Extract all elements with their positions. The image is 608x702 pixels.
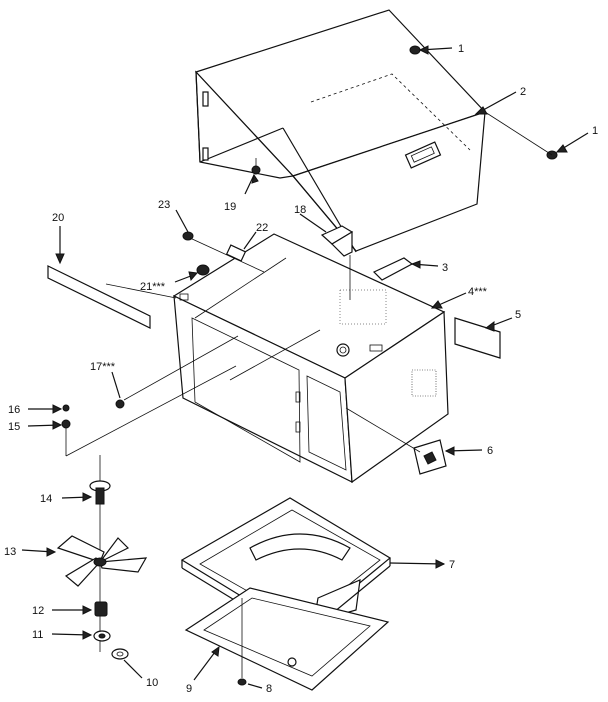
callout-23: 23 <box>158 199 170 211</box>
callout-20: 20 <box>52 212 64 224</box>
screw-8-part <box>237 598 263 689</box>
callout-11: 11 <box>32 629 43 641</box>
callout-17: 17*** <box>90 361 116 373</box>
callout-16: 16 <box>8 404 20 416</box>
bracket-18-part <box>320 225 354 300</box>
screw-part <box>409 45 589 160</box>
callout-3: 3 <box>442 262 448 274</box>
callout-4: 4*** <box>468 286 488 298</box>
label-5-part <box>454 317 513 359</box>
arrow-4 <box>430 292 467 309</box>
callout-10: 10 <box>146 677 158 689</box>
outer-cabinet-part <box>194 9 487 253</box>
callout-13: 13 <box>4 546 16 558</box>
screws-15-16-part <box>27 365 237 457</box>
callout-21: 21*** <box>140 281 166 293</box>
callout-14: 14 <box>40 493 52 505</box>
callout-1-right: 1 <box>592 125 598 137</box>
callout-8: 8 <box>266 683 272 695</box>
strip-20-part <box>47 226 177 329</box>
bracket-3-part <box>372 257 439 281</box>
interlock-22-23-part <box>175 209 265 273</box>
stirrer-assembly-part <box>21 455 148 679</box>
callout-5: 5 <box>515 309 521 321</box>
callout-7: 7 <box>449 559 455 571</box>
callout-22: 22 <box>256 222 268 234</box>
callout-9: 9 <box>186 683 192 695</box>
callout-19: 19 <box>224 201 236 213</box>
screw-17-part <box>111 335 239 409</box>
vent-holes <box>339 289 437 397</box>
callout-12: 12 <box>32 605 44 617</box>
callout-6: 6 <box>487 445 493 457</box>
callout-15: 15 <box>8 421 20 433</box>
inner-chassis-part <box>172 233 449 484</box>
gasket-6-part <box>345 407 483 475</box>
base-tray-9-part <box>184 587 390 691</box>
screw-19-part <box>244 158 261 195</box>
callout-18: 18 <box>294 204 306 216</box>
knob-21-part <box>174 264 210 283</box>
callout-2: 2 <box>520 86 526 98</box>
callout-1-top: 1 <box>458 43 464 55</box>
